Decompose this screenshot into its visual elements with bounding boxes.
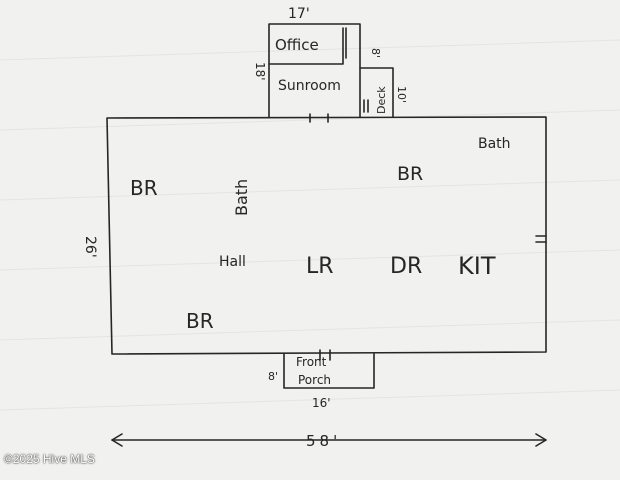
sunroom-depth-dim: 18' [253,62,267,81]
house-width-dim: 58' [306,432,341,450]
deck-outline [359,67,394,118]
sunroom-outline [268,23,361,118]
dr-label: DR [390,254,422,279]
porch-outline [283,353,375,389]
deck-width-dim: 8' [369,48,382,58]
deck-depth-dim: 10' [395,86,408,103]
kit-label: KIT [458,252,496,280]
door-mark-right [535,235,547,243]
br-top-label: BR [397,163,423,185]
paper-lines [0,39,620,411]
sunroom-width-dim: 17' [288,6,310,22]
house-depth-dim: 26' [82,236,98,258]
porch-label-line1: Front [296,355,327,369]
hall-label: Hall [219,254,246,270]
bath-top-label: Bath [478,136,511,152]
porch-width-dim: 16' [312,396,331,410]
office-label: Office [275,36,319,54]
porch-label-line2: Porch [298,373,331,387]
door-mark-deck [363,99,369,113]
bath-left-label: Bath [232,179,251,216]
door-mark-front [319,349,331,361]
sunroom-label: Sunroom [278,78,341,94]
lr-label: LR [306,254,334,279]
office-walls [268,27,344,65]
porch-depth-dim: 8' [268,370,278,383]
door-mark-top [309,113,329,123]
copyright-watermark: ©2025 Hive MLS [4,452,95,466]
deck-label: Deck [375,86,388,114]
house-outline [106,116,547,355]
br-left-label: BR [130,176,158,200]
width-arrow-right-head [535,433,547,447]
width-arrow-left-head [111,433,123,447]
br-bottom-label: BR [186,309,214,333]
